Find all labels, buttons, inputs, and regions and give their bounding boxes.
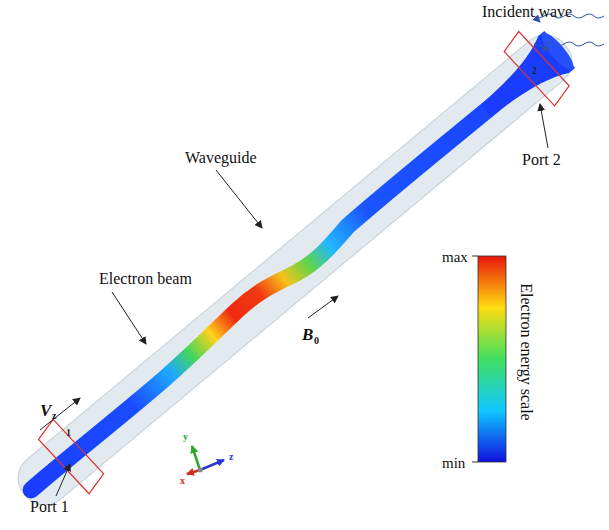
subscript: z — [52, 411, 56, 421]
leader-line — [540, 104, 548, 148]
axis-origin — [198, 468, 203, 473]
title-label: Incident wave — [482, 4, 572, 20]
port-number: 2 — [532, 66, 537, 76]
scale-max: max — [442, 250, 468, 265]
scale-min: min — [442, 456, 465, 471]
port-plane — [35, 417, 108, 496]
field-symbol: B — [302, 326, 313, 343]
axis-label: z — [229, 452, 233, 462]
field-arrow — [308, 296, 338, 318]
port-plane — [500, 29, 573, 108]
leader-line — [56, 464, 70, 496]
velocity-symbol: V — [40, 402, 51, 419]
part-label: Waveguide — [185, 150, 257, 166]
part-label: Electron beam — [99, 271, 192, 287]
color-scale-bar — [478, 256, 506, 462]
velocity-arrow — [40, 398, 80, 430]
axis-z — [200, 460, 224, 470]
tick — [472, 462, 478, 463]
leader-line — [216, 170, 262, 228]
axis-y — [192, 446, 200, 470]
subscript: 0 — [314, 336, 319, 346]
port-label: Port 2 — [522, 152, 561, 168]
waveguide-tube — [8, 25, 581, 515]
port-label: Port 1 — [30, 499, 69, 515]
electron-beam — [27, 48, 558, 494]
incident-wave — [534, 42, 604, 50]
axis-label: y — [183, 432, 188, 442]
port-number: 1 — [66, 428, 71, 438]
axis-label: x — [180, 476, 185, 486]
beam-end — [537, 28, 578, 74]
scale-title: Electron energy scale — [518, 283, 534, 420]
leader-line — [112, 292, 146, 344]
tick — [472, 256, 478, 257]
